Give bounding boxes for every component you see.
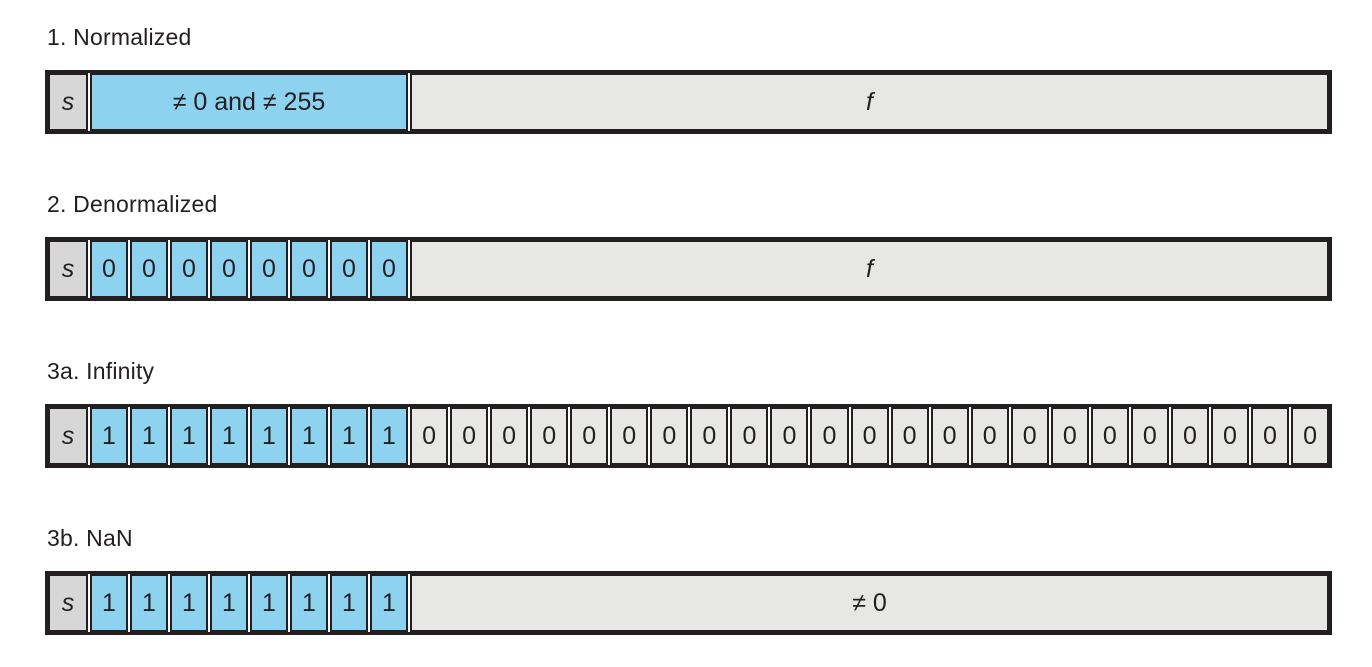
exponent-bit-cell: 1 [90,407,128,465]
fraction-bit-cell: 0 [970,407,1009,465]
fraction-bit-cell: 0 [410,407,449,465]
fraction-field: f [410,240,1329,298]
exponent-bit-cell: 0 [250,240,288,298]
sign-cell: s [48,73,88,131]
exponent-bit-cell: 1 [130,407,168,465]
fraction-bit-cell: 0 [570,407,609,465]
fraction-bit-cell: 0 [890,407,929,465]
fraction-bit-cell: 0 [1010,407,1049,465]
exponent-bit-cell: 0 [210,240,248,298]
fraction-bit-cell: 0 [810,407,849,465]
fraction-bit-cell: 0 [730,407,769,465]
exponent-bit-cell: 1 [250,574,288,632]
exponent-bit-cell: 0 [370,240,408,298]
fraction-field: f [410,73,1329,131]
row-label: 3a. Infinity [47,358,155,384]
sign-cell: s [48,240,88,298]
exponent-bit-cell: 1 [330,574,368,632]
exponent-bit-cell: 0 [90,240,128,298]
fraction-bit-cell: 0 [770,407,809,465]
fraction-bit-cell: 0 [1130,407,1169,465]
fraction-bit-cell: 0 [1050,407,1089,465]
fraction-bit-cell: 0 [1090,407,1129,465]
fraction-bit-cell: 0 [530,407,569,465]
exponent-bit-cell: 1 [170,574,208,632]
exponent-bit-cell: 1 [90,574,128,632]
fraction-bit-cell: 0 [1250,407,1290,465]
exponent-bit-cell: 1 [370,574,408,632]
exponent-bit-cell: 0 [290,240,328,298]
exponent-bit-cell: 0 [330,240,368,298]
exponent-bit-cell: 1 [250,407,288,465]
fraction-bit-cell: 0 [610,407,649,465]
row-label: 2. Denormalized [47,191,218,217]
exponent-bit-cell: 0 [130,240,168,298]
sign-cell: s [48,574,88,632]
fraction-bit-cell: 0 [930,407,969,465]
fraction-bit-cell: 0 [1210,407,1249,465]
exponent-bit-cell: 0 [170,240,208,298]
fraction-bit-cell: 0 [1170,407,1209,465]
row-label: 3b. NaN [47,525,133,551]
sign-cell: s [48,407,88,465]
exponent-bit-cell: 1 [130,574,168,632]
fraction-bit-cell: 0 [650,407,689,465]
exponent-bit-cell: 1 [170,407,208,465]
exponent-bit-cell: 1 [330,407,368,465]
exponent-bit-cell: 1 [290,407,328,465]
fraction-bit-cell: 0 [450,407,489,465]
row-label: 1. Normalized [47,24,192,50]
exponent-bit-cell: 1 [210,407,248,465]
exponent-field: ≠ 0 and ≠ 255 [90,73,408,131]
exponent-bit-cell: 1 [210,574,248,632]
exponent-bit-cell: 1 [370,407,408,465]
fraction-bit-cell: 0 [490,407,529,465]
fraction-bit-cell: 0 [1291,407,1330,465]
fraction-bit-cell: 0 [850,407,889,465]
exponent-bit-cell: 1 [290,574,328,632]
fraction-bit-cell: 0 [690,407,729,465]
fraction-field: ≠ 0 [410,574,1329,632]
